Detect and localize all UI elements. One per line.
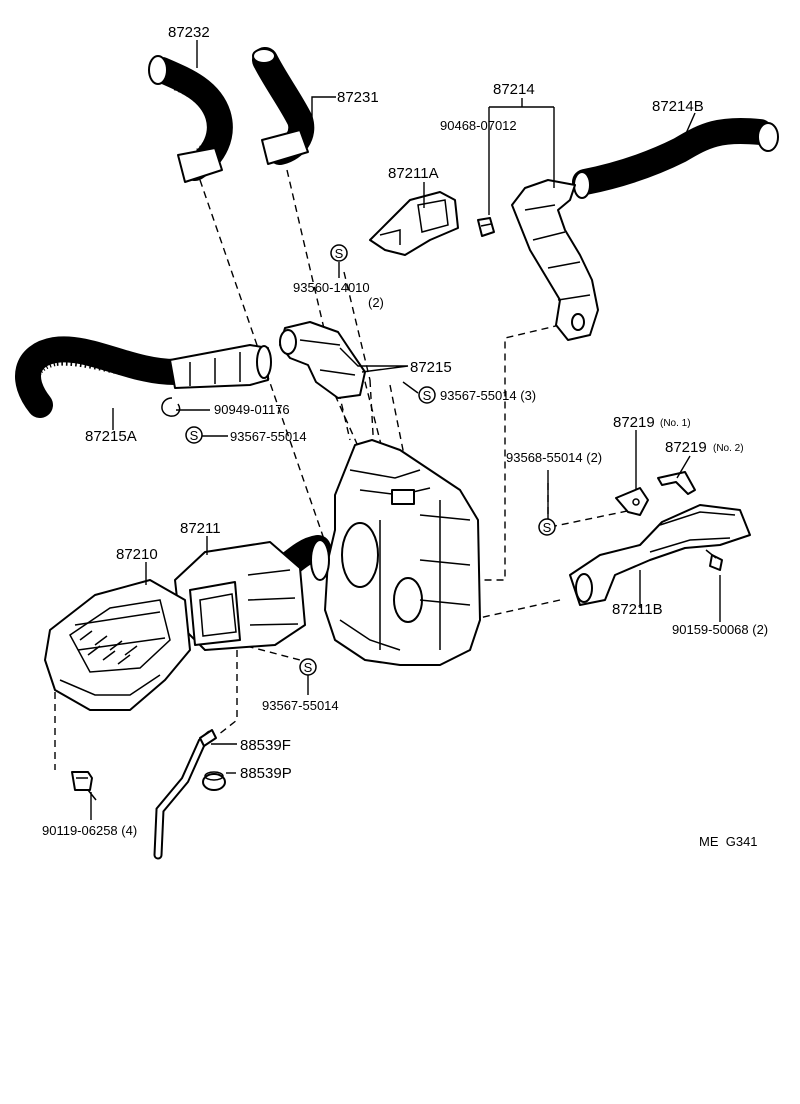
screw-symbol-93560: S — [330, 244, 348, 262]
part-90119-bolt — [71, 771, 97, 801]
part-90159-screw — [705, 549, 723, 571]
part-87232-hose — [148, 55, 233, 183]
part-87219-no2-bracket — [657, 471, 696, 495]
part-88539P-grommet — [202, 771, 226, 791]
part-87214B-hose — [572, 117, 779, 199]
part-87211B-duct — [569, 504, 751, 606]
label-90468-07012: 90468-07012 — [440, 118, 517, 133]
diagram-code: ME G341 — [699, 834, 758, 849]
part-87231-hose — [252, 47, 315, 165]
part-87219-no1-bracket — [615, 487, 649, 516]
label-90949-01176: 90949-01176 — [214, 402, 290, 417]
label-87215A: 87215A — [85, 428, 137, 445]
label-87232: 87232 — [168, 24, 210, 41]
label-88539P: 88539P — [240, 765, 292, 782]
label-93567-55014-a: 93567-55014 — [230, 429, 307, 444]
screw-symbol-93567-3: S — [418, 386, 436, 404]
label-93568-55014: 93568-55014 (2) — [506, 450, 602, 465]
label-87214: 87214 — [493, 81, 535, 98]
label-87211: 87211 — [180, 520, 221, 537]
label-87211A: 87211A — [388, 165, 439, 182]
label-87214B: 87214B — [652, 98, 704, 115]
part-heater-housing — [324, 439, 481, 666]
label-93560-14010: 93560-14010 — [293, 280, 370, 295]
part-88539F-tube — [153, 729, 217, 860]
label-87211B: 87211B — [612, 601, 663, 618]
screw-symbol-93567-b: S — [299, 658, 317, 676]
label-87210: 87210 — [116, 546, 158, 563]
part-90949-clip — [161, 397, 181, 417]
label-93567-55014-b: 93567-55014 — [262, 698, 339, 713]
label-90159-50068: 90159-50068 (2) — [672, 622, 768, 637]
part-90468-clip — [477, 217, 495, 237]
label-87219-no1: 87219 — [613, 414, 655, 431]
part-87215-elbow — [279, 321, 366, 399]
label-90119-06258: 90119-06258 (4) — [42, 823, 137, 838]
part-87210-blower — [44, 579, 191, 711]
part-87211-duct — [174, 535, 331, 651]
screw-symbol-93567-3-letter: S — [423, 388, 432, 403]
screw-symbol-93567-a: S — [185, 426, 203, 444]
label-87219-no2: 87219 — [665, 439, 707, 456]
label-87215: 87215 — [410, 359, 452, 376]
label-93567-55014-3: 93567-55014 (3) — [440, 388, 536, 403]
part-87215A-hose — [15, 336, 272, 418]
screw-symbol-93567-b-letter: S — [304, 660, 313, 675]
screw-symbol-93567-a-letter: S — [190, 428, 199, 443]
label-87219-no2-note: (No. 2) — [713, 443, 744, 454]
leader-lines — [90, 40, 721, 820]
part-87214-duct — [511, 179, 599, 341]
label-87219-no1-note: (No. 1) — [660, 418, 691, 429]
part-87211A-duct — [369, 191, 459, 256]
screw-symbol-93560-letter: S — [335, 246, 344, 261]
label-88539F: 88539F — [240, 737, 291, 754]
part-labels: 87232 87231 87214 90468-07012 87214B 872… — [42, 24, 768, 849]
screw-symbol-93568-letter: S — [543, 520, 552, 535]
screw-symbol-93568: S — [538, 518, 556, 536]
label-87231: 87231 — [337, 89, 379, 106]
label-93560-qty: (2) — [368, 295, 384, 310]
